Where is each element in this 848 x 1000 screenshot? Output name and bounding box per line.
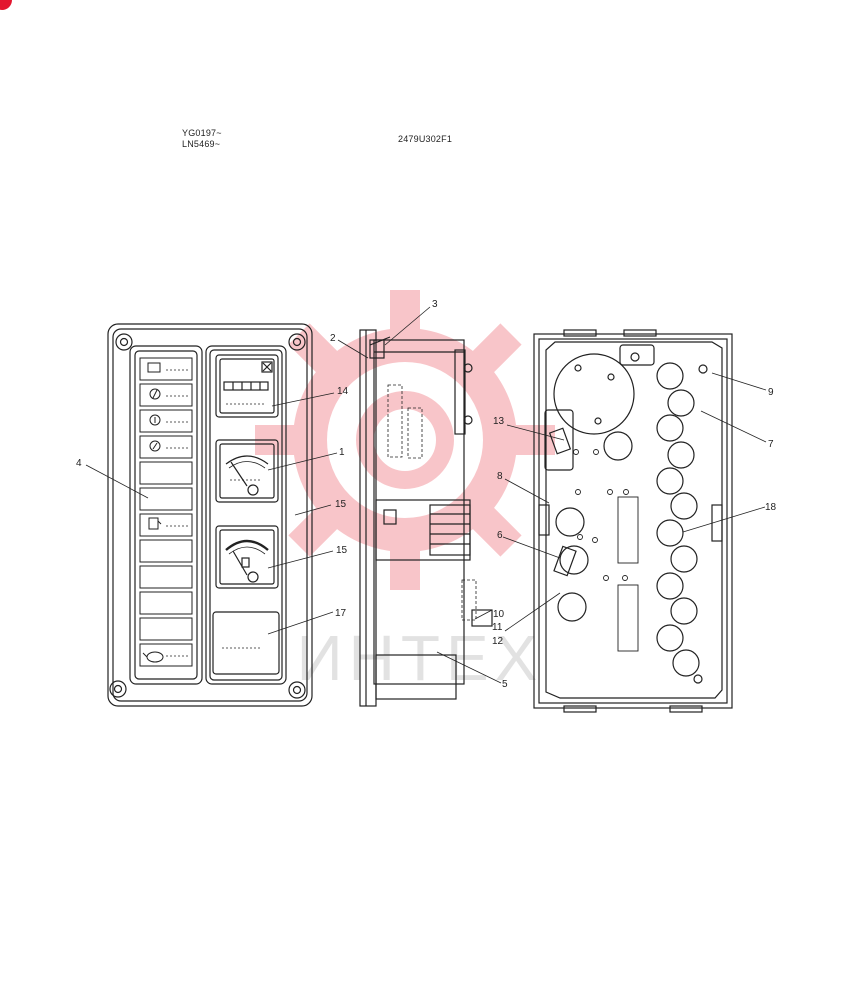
indicator-icons xyxy=(142,362,164,663)
serial-range-1: YG0197~ xyxy=(182,128,222,138)
callout-12: 12 xyxy=(492,636,504,647)
callout-14: 14 xyxy=(337,386,349,397)
callout-17: 17 xyxy=(335,608,347,619)
hour-meter-gauge xyxy=(215,354,279,418)
callout-13: 13 xyxy=(493,416,505,427)
callout-9: 9 xyxy=(768,387,774,398)
corner-logo-icon xyxy=(0,0,12,10)
callout-3: 3 xyxy=(432,299,438,310)
blank-gauge-slot xyxy=(212,611,280,675)
rear-view xyxy=(533,329,733,713)
callout-5: 5 xyxy=(502,679,508,690)
callout-labels: 3 2 14 1 4 15 15 17 5 13 8 6 10 11 12 9 … xyxy=(76,299,777,690)
callout-6: 6 xyxy=(497,530,503,541)
gauge-housing xyxy=(553,353,635,435)
callout-1: 1 xyxy=(339,447,345,458)
temperature-gauge xyxy=(215,439,279,503)
callout-11: 11 xyxy=(492,622,503,633)
callout-4: 4 xyxy=(76,458,82,469)
callout-7: 7 xyxy=(768,439,774,450)
drawing-number: 2479U302F1 xyxy=(398,134,453,144)
callout-15-lower: 15 xyxy=(336,545,348,556)
side-view xyxy=(359,329,493,707)
rear-connector-sockets xyxy=(656,362,700,677)
fuel-gauge xyxy=(215,525,279,589)
callout-10: 10 xyxy=(493,609,505,620)
leader-lines xyxy=(85,306,767,684)
callout-2: 2 xyxy=(330,333,336,344)
callout-8: 8 xyxy=(497,471,503,482)
front-panel xyxy=(107,323,313,707)
callout-15-upper: 15 xyxy=(335,499,347,510)
watermark-text: ИНТЕХ xyxy=(297,622,544,694)
watermark: ИНТЕХ xyxy=(255,290,555,694)
serial-range-2: LN5469~ xyxy=(182,139,221,149)
callout-18: 18 xyxy=(765,502,777,513)
